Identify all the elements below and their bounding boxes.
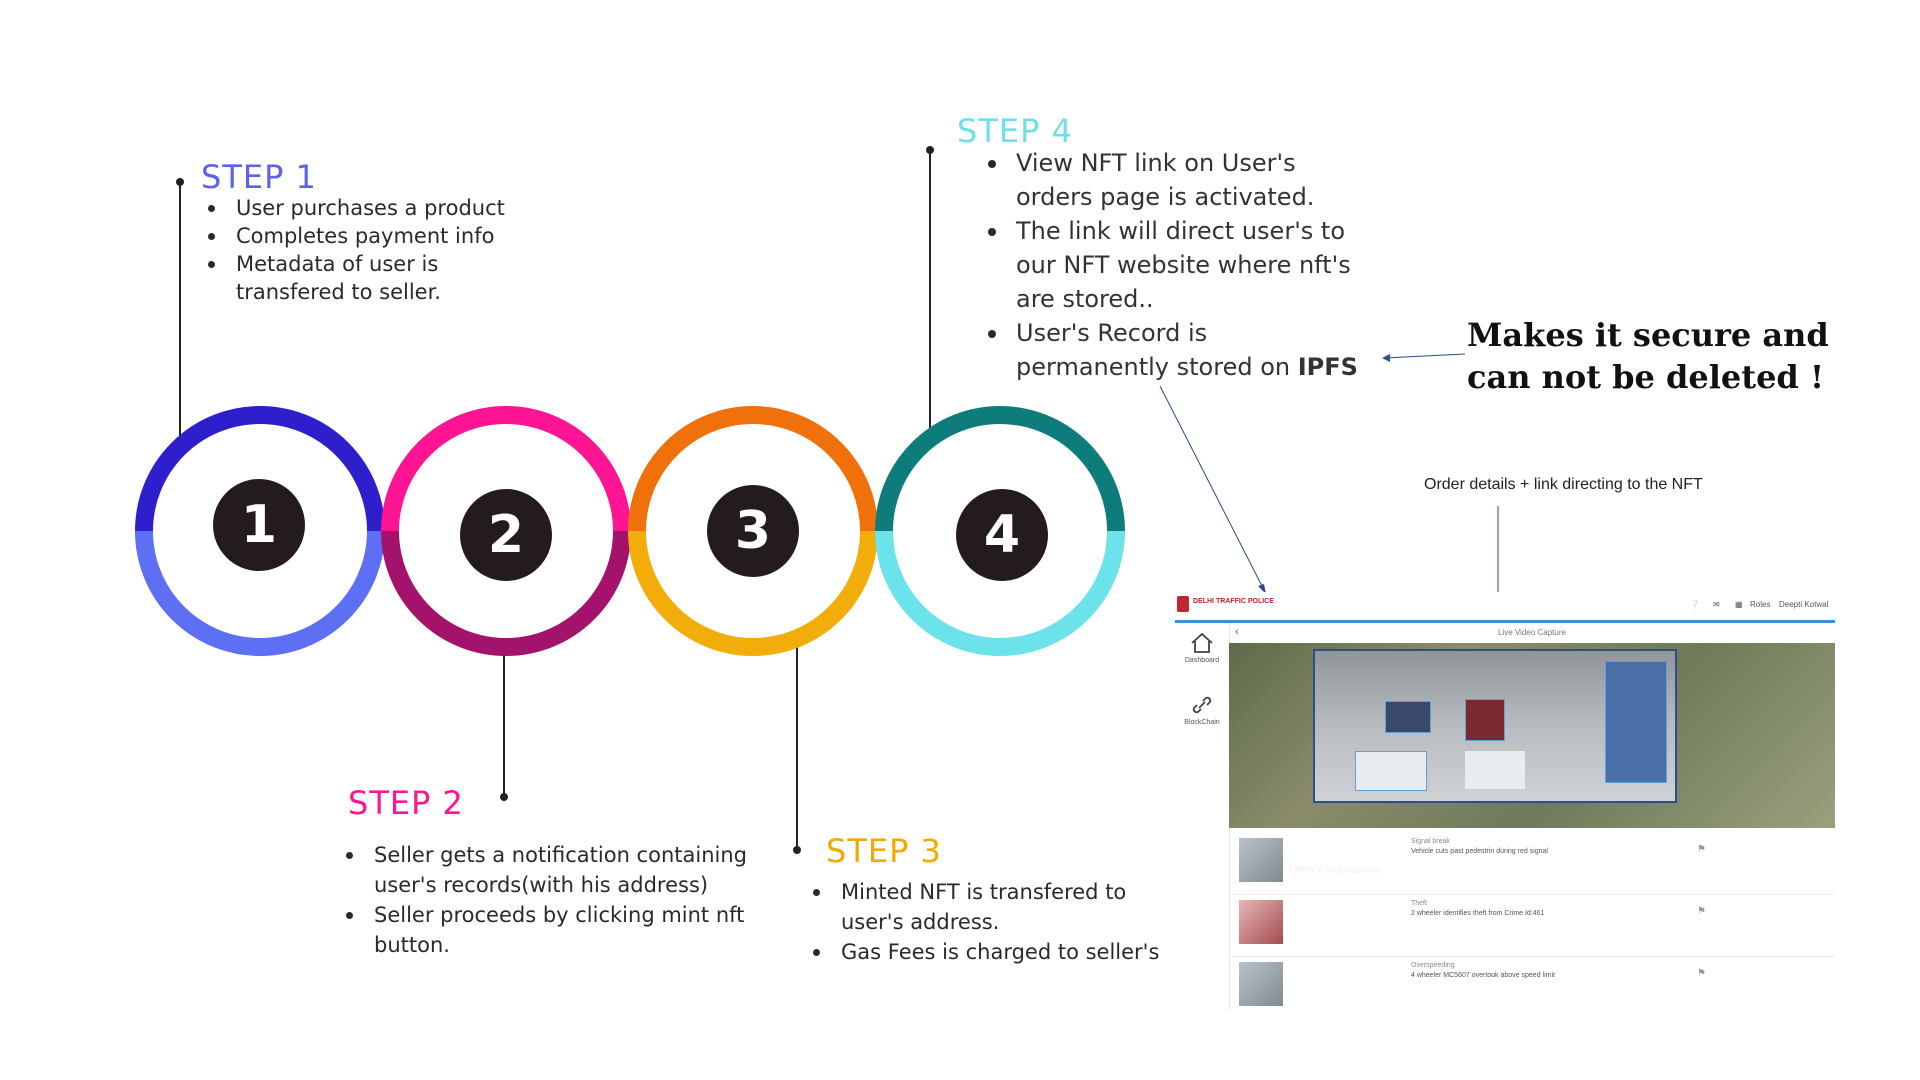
step-1-number: 1	[213, 479, 305, 571]
sidebar-item-dashboard[interactable]: Dashboard	[1175, 631, 1229, 664]
link-icon	[1192, 696, 1212, 714]
offence-description: Vehicle cuts past pedestrin during red s…	[1411, 848, 1548, 855]
list-item: Minted NFT is transfered to user's addre…	[807, 877, 1177, 937]
back-icon[interactable]: ‹	[1235, 626, 1239, 638]
list-item: View NFT link on User's orders page is a…	[982, 146, 1362, 214]
sidebar-item-blockchain[interactable]: BlockChain	[1175, 693, 1229, 726]
ipfs-label: IPFS	[1297, 353, 1358, 381]
step-2-list: Seller gets a notification containing us…	[340, 840, 760, 960]
table-row[interactable]: Theft 2 wheeler identifies theft from Cr…	[1229, 894, 1835, 957]
callout-line-1: Makes it secure and	[1467, 316, 1829, 354]
app-brand: DELHI TRAFFIC POLICE	[1193, 598, 1274, 605]
notifications-title: Offence Notifications	[1289, 865, 1382, 876]
step-2-number: 2	[460, 489, 552, 581]
mail-icon[interactable]: ✉	[1713, 600, 1720, 609]
app-screenshot: DELHI TRAFFIC POLICE ❔ ✉ ▦ Roles Deepti …	[1175, 592, 1835, 1010]
list-item: Gas Fees is charged to seller's	[807, 937, 1177, 967]
home-icon	[1191, 632, 1213, 653]
ring-step-1	[135, 406, 385, 656]
question-icon[interactable]: ❔	[1690, 600, 1700, 609]
flag-icon[interactable]: ⚑	[1697, 968, 1706, 979]
offence-description: 2 wheeler identifies theft from Crime Id…	[1411, 910, 1545, 917]
video-title: Live Video Capture	[1498, 628, 1566, 637]
step-1-list: User purchases a product Completes payme…	[202, 194, 522, 306]
roles-menu[interactable]: Roles	[1750, 600, 1771, 609]
grid-icon[interactable]: ▦	[1735, 600, 1743, 609]
step-3-list: Minted NFT is transfered to user's addre…	[807, 877, 1177, 967]
list-item: Metadata of user is transfered to seller…	[202, 250, 522, 306]
sidebar-item-label: BlockChain	[1184, 719, 1220, 726]
list-item: Completes payment info	[202, 222, 522, 250]
app-topbar: DELHI TRAFFIC POLICE ❔ ✉ ▦ Roles Deepti …	[1175, 592, 1835, 623]
list-item: User's Record is permanently stored on I…	[982, 316, 1362, 384]
offence-thumbnail	[1239, 962, 1283, 1006]
app-sidebar: Dashboard BlockChain	[1175, 623, 1230, 1010]
step-4-number: 4	[956, 489, 1048, 581]
list-item: Seller proceeds by clicking mint nft but…	[340, 900, 760, 960]
table-row[interactable]: Overspeeding 4 wheeler MC5607 overtook a…	[1229, 956, 1835, 1010]
list-item: User purchases a product	[202, 194, 522, 222]
car-detection-box	[1385, 701, 1431, 733]
flag-icon[interactable]: ⚑	[1697, 906, 1706, 917]
step-3-title: STEP 3	[826, 832, 942, 870]
security-callout: Makes it secure and can not be deleted !	[1467, 314, 1907, 398]
ring-step-3	[628, 406, 878, 656]
step-4-list: View NFT link on User's orders page is a…	[982, 146, 1362, 384]
truck-detection-box	[1605, 661, 1667, 783]
police-logo-icon	[1177, 596, 1189, 612]
car-detection-box	[1465, 699, 1505, 741]
user-name[interactable]: Deepti Kotwal	[1779, 600, 1829, 609]
video-header: ‹ Live Video Capture	[1229, 623, 1835, 644]
flag-icon[interactable]: ⚑	[1697, 844, 1706, 855]
offence-title: Signal break	[1411, 838, 1450, 845]
traffic-camera-frame	[1313, 649, 1677, 803]
ring-step-4	[875, 406, 1125, 656]
car-detection-box	[1355, 751, 1427, 791]
list-item: Seller gets a notification containing us…	[340, 840, 760, 900]
ipfs-text: User's Record is permanently stored on	[1016, 319, 1298, 381]
car-shape	[1465, 751, 1525, 789]
offence-description: 4 wheeler MC5607 overtook above speed li…	[1411, 972, 1555, 979]
step-1-title: STEP 1	[201, 158, 317, 196]
offence-thumbnail	[1239, 838, 1283, 882]
step-4-title: STEP 4	[957, 112, 1073, 150]
screenshot-caption: Order details + link directing to the NF…	[1424, 476, 1703, 493]
live-video-feed[interactable]: Offence Notifications	[1229, 643, 1835, 876]
callout-line-2: can not be deleted !	[1467, 358, 1824, 396]
ring-step-2	[381, 406, 631, 656]
step-3-number: 3	[707, 485, 799, 577]
list-item: The link will direct user's to our NFT w…	[982, 214, 1362, 316]
step-2-title: STEP 2	[348, 784, 464, 822]
offence-title: Theft	[1411, 900, 1427, 907]
sidebar-item-label: Dashboard	[1184, 657, 1220, 664]
offence-thumbnail	[1239, 900, 1283, 944]
offence-title: Overspeeding	[1411, 962, 1455, 969]
table-row[interactable]: Signal break Vehicle cuts past pedestrin…	[1229, 832, 1835, 895]
